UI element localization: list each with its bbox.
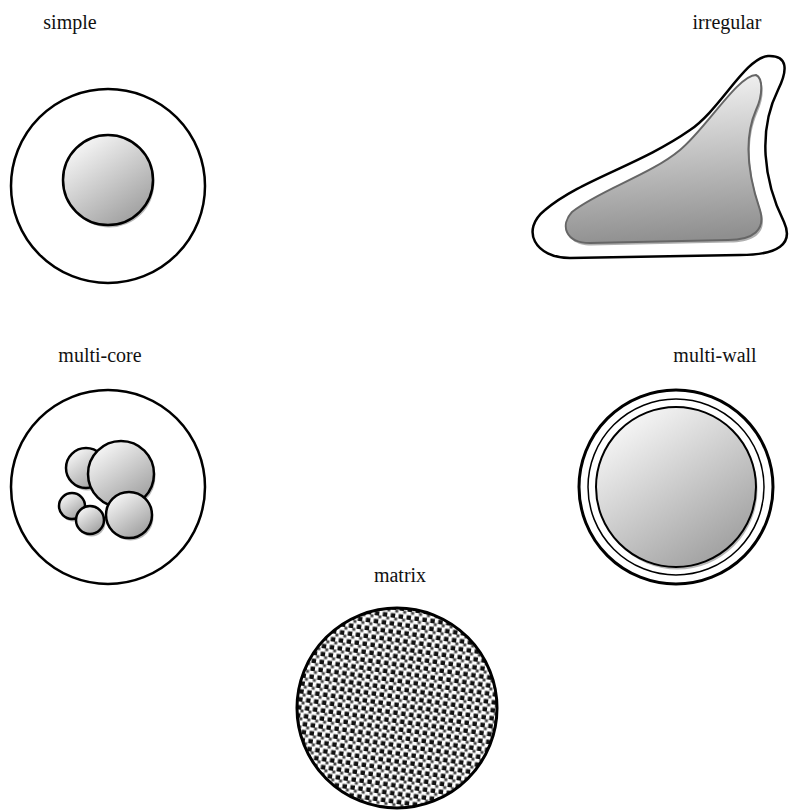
type-label: simple — [43, 10, 96, 34]
capsule-circle — [588, 399, 764, 575]
core-circle — [63, 135, 153, 225]
capsule-circle — [579, 390, 773, 584]
core-circle — [76, 506, 104, 534]
type-label: multi-wall — [673, 343, 756, 367]
capsule-type: multi-wall — [572, 340, 784, 590]
type-label: multi-core — [58, 343, 141, 367]
capsule-illustration — [572, 340, 784, 590]
irregular-wall — [533, 56, 787, 258]
capsule-type: irregular — [520, 5, 792, 263]
type-label: irregular — [693, 10, 762, 34]
core-circle — [596, 407, 756, 567]
type-label: matrix — [374, 563, 426, 587]
capsule-illustration — [290, 560, 505, 812]
core-circle — [106, 492, 152, 538]
capsule-illustration — [6, 340, 212, 590]
irregular-core — [566, 75, 762, 243]
capsule-illustration — [6, 5, 212, 295]
capsule-type: matrix — [290, 560, 505, 812]
capsule-circle — [11, 390, 205, 584]
capsule-type: simple — [6, 5, 212, 295]
capsule-circle — [297, 608, 497, 808]
capsule-circle — [11, 89, 205, 283]
capsule-illustration — [520, 5, 792, 263]
capsule-type: multi-core — [6, 340, 212, 590]
